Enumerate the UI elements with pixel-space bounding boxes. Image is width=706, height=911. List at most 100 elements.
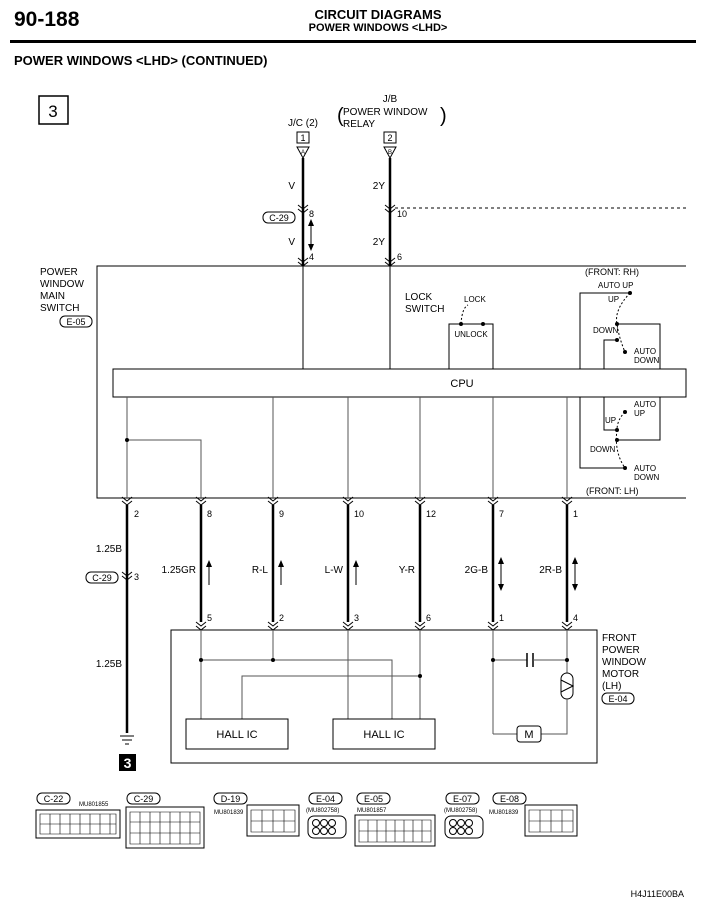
jb-sub-label-2: RELAY	[343, 119, 375, 130]
connector-e08-tag	[492, 792, 527, 805]
connector-e08-cells	[528, 809, 574, 833]
motor-name-1: FRONT	[602, 633, 636, 644]
rh-down-2-label: DOWN	[634, 356, 660, 365]
lh-auto-down-label-2: DOWN	[634, 473, 660, 482]
connector-e04-pin-3	[328, 819, 336, 827]
connector-view-c22: C-22 MU801855	[35, 792, 121, 839]
title-block: CIRCUIT DIAGRAMS POWER WINDOWS <LHD>	[240, 7, 516, 35]
sheet-number-box	[38, 95, 69, 125]
output-arrowhead-up-6	[498, 557, 504, 564]
ground-c29-tag	[85, 571, 119, 584]
inner-junction-dot	[125, 438, 129, 442]
connector-e05-tag	[356, 792, 391, 805]
jc-label: J/C (2)	[288, 118, 318, 129]
output-wire-5-pin-bottom: 6	[426, 613, 431, 623]
connector-view-d19: D-19 MU801839	[213, 792, 300, 837]
ground-wire-color: 1.25B	[96, 659, 122, 670]
output-wire-5-pin-top: 12	[426, 509, 436, 519]
output-wire-7-pin-bottom: 4	[573, 613, 578, 623]
connector-c22-id: C-22	[44, 794, 64, 804]
cpu-box	[112, 368, 687, 398]
junction-c29-label: C-29	[269, 213, 289, 223]
switch-pin-6: 6	[397, 252, 402, 262]
connector-c29-body	[125, 806, 205, 849]
rh-contact-2	[615, 322, 619, 326]
sheet-number: 3	[48, 102, 57, 121]
output-arrowhead-2	[206, 560, 212, 567]
main-switch-connector: E-05	[66, 317, 85, 327]
wire-v-color-bottom: V	[288, 237, 295, 248]
connector-c22-cells	[39, 813, 117, 835]
output-wire-7: 1 2R-B 4	[539, 496, 578, 631]
motor-symbol-box	[516, 725, 542, 743]
motor-junction-dot-3	[418, 674, 422, 678]
junction-pin-8: 8	[309, 209, 314, 219]
junction-chevron-2y	[384, 204, 396, 214]
connector-d19-id: D-19	[221, 794, 241, 804]
output-wire-7-color: 2R-B	[539, 565, 562, 576]
wire-v-color-top: V	[288, 181, 295, 192]
connector-e07-pin-4	[449, 827, 457, 835]
lock-switch-label-1: LOCK	[405, 292, 433, 303]
page-number: 90-188	[14, 8, 80, 31]
junction-pin-10: 10	[397, 209, 407, 219]
output-wire-1: 2 1.25B	[96, 496, 139, 733]
motor-symbol: M	[524, 729, 533, 741]
connector-e08-id: E-08	[500, 794, 519, 804]
output-wire-2-pin-top: 8	[207, 509, 212, 519]
rh-auto-up-label: AUTO UP	[598, 281, 633, 290]
connector-e04-pin-5	[320, 827, 328, 835]
connector-e07-body	[444, 815, 484, 839]
figure-code: H4J11E00BA	[630, 889, 684, 899]
motor-box	[170, 629, 598, 764]
connector-view-c29: C-29	[125, 792, 205, 849]
cap-junction-left	[491, 658, 495, 662]
rh-down-label: DOWN	[593, 326, 619, 335]
connector-e04-pin-6	[328, 827, 336, 835]
motor-junction-dot-2	[271, 658, 275, 662]
ground-number-box	[119, 754, 136, 771]
connector-e07-tag	[445, 792, 480, 805]
ground-pin: 3	[134, 572, 139, 582]
lh-auto-label: AUTO	[634, 400, 656, 409]
lock-switch-lever	[460, 304, 469, 325]
cpu-label: CPU	[450, 378, 473, 390]
connector-d19-part: MU801839	[214, 810, 244, 816]
main-switch-name-1: POWER	[40, 267, 78, 278]
connector-e05-cells	[358, 819, 432, 843]
output-wire-4-color: L-W	[325, 565, 344, 576]
jb-pin-letter: B	[388, 150, 392, 156]
connector-e07-pin-2	[457, 819, 465, 827]
connector-c29-cells	[129, 811, 201, 845]
output-wire-7-pin-top: 1	[573, 509, 578, 519]
connector-view-e04: E-04 (MU802758)	[306, 792, 347, 839]
section-title: POWER WINDOWS <LHD> (CONTINUED)	[14, 53, 268, 68]
output-wire-1-color: 1.25B	[96, 544, 122, 555]
connector-e07-pin-6	[465, 827, 473, 835]
jb-connector-box	[383, 131, 397, 144]
output-arrowhead-down-7	[572, 584, 578, 591]
ptc-thermistor	[560, 672, 574, 700]
lh-up-label: UP	[605, 416, 616, 425]
output-wire-3-pin-bottom: 2	[279, 613, 284, 623]
connector-d19-cells	[250, 809, 296, 833]
main-switch-name-3: MAIN	[40, 291, 65, 302]
output-wire-3-pin-top: 9	[279, 509, 284, 519]
motor-connector: E-04	[608, 694, 627, 704]
junction-chevron-v	[297, 204, 309, 214]
jb-bracket-right: )	[440, 105, 447, 127]
connector-view-e07: E-07 (MU802758)	[444, 792, 484, 839]
connector-e07-pin-5	[457, 827, 465, 835]
output-chevron-bottom-7	[561, 621, 573, 631]
front-rh-label: (FRONT: RH)	[585, 267, 639, 277]
output-chevron-bottom-3	[267, 621, 279, 631]
switch-pin-4: 4	[309, 252, 314, 262]
jb-label: J/B	[383, 94, 398, 105]
connector-d19-tag	[213, 792, 248, 805]
unlock-text: UNLOCK	[454, 330, 488, 339]
connector-e08-part: MU801839	[489, 810, 519, 816]
connector-c22-part: MU801855	[79, 802, 109, 808]
page-title: CIRCUIT DIAGRAMS	[314, 7, 442, 22]
connector-view-e08: E-08 MU801839	[489, 792, 578, 837]
